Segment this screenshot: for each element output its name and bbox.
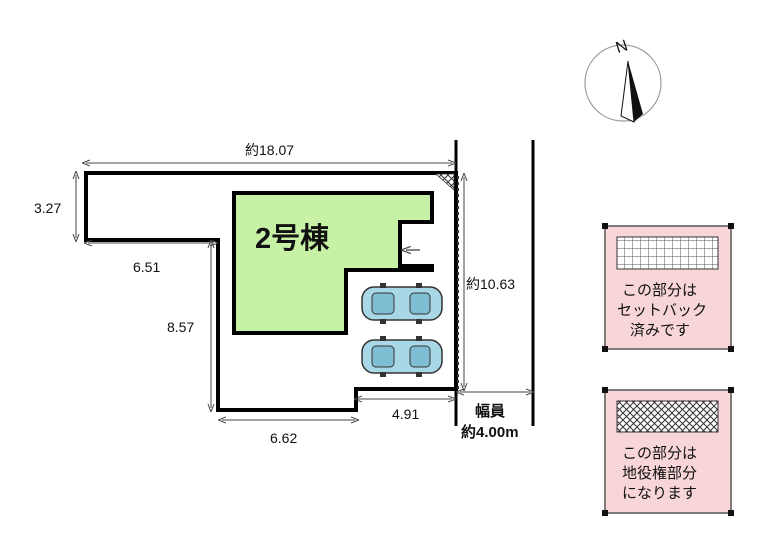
north-label: N (614, 37, 630, 57)
dim-bottom-right-label: 4.91 (392, 406, 419, 422)
dim-right-label: 約10.63 (466, 276, 515, 292)
building-footprint (232, 191, 434, 335)
dim-bottom-label: 6.62 (270, 430, 297, 446)
north-arrow: N (584, 37, 662, 123)
dim-step-label: 6.51 (133, 259, 160, 275)
road-width-value: 約4.00m (461, 423, 519, 441)
dim-left-top-label: 3.27 (34, 200, 61, 216)
legend-easement-line3: になります (622, 485, 697, 502)
car-upper (361, 283, 443, 324)
legend-setback-line1: この部分は (622, 282, 697, 299)
legend-easement-line2: 地役権部分 (622, 465, 697, 482)
corner-easement (434, 173, 455, 191)
legend-setback: この部分は セットバック 済みです (602, 223, 734, 352)
road-width-title: 幅員 (475, 402, 505, 420)
legend-easement: この部分は 地役権部分 になります (602, 387, 734, 516)
dim-left-lower-label: 8.57 (167, 319, 194, 335)
legend-easement-line1: この部分は (622, 445, 697, 462)
legend-setback-line2: セットバック (617, 302, 707, 319)
dim-top-label: 約18.07 (245, 142, 294, 158)
legend-setback-line3: 済みです (630, 322, 690, 339)
building-label: 2号棟 (255, 222, 330, 255)
car-lower (361, 336, 443, 377)
